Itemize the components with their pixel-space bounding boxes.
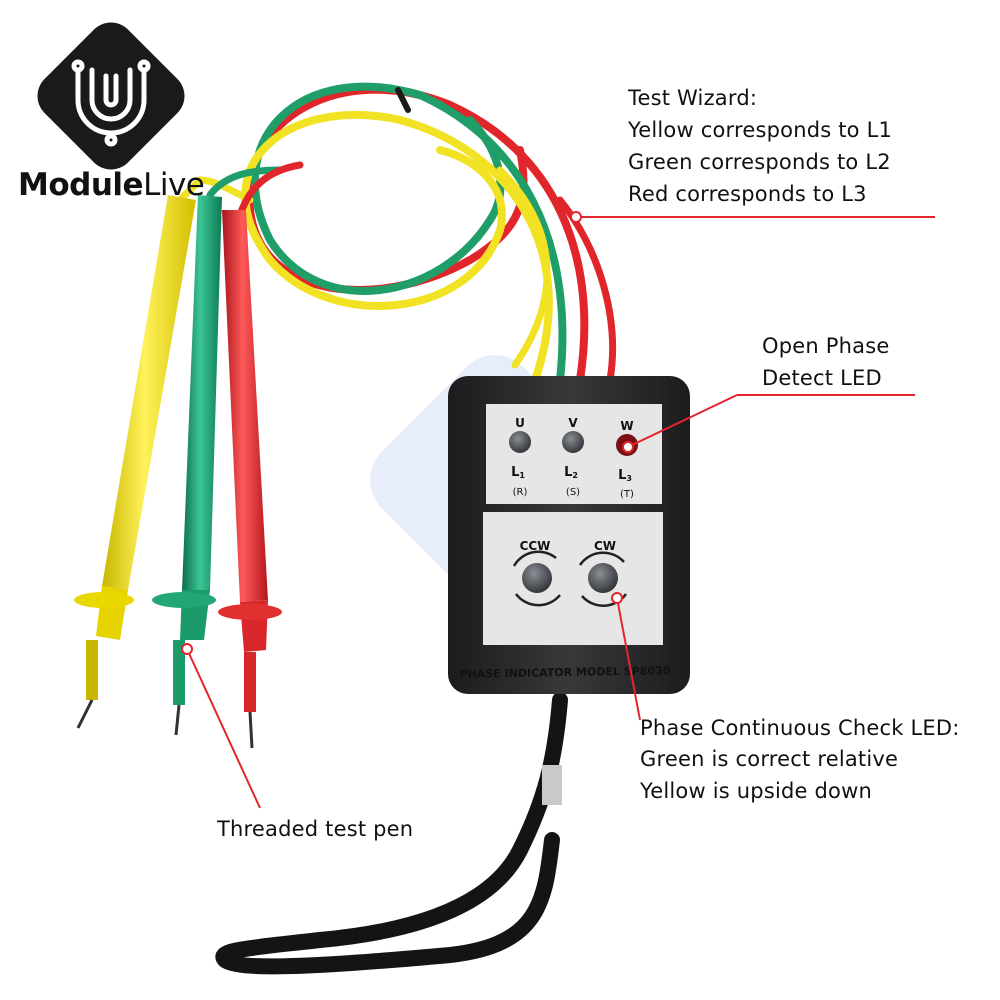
open-phase-callout-dot — [622, 441, 634, 453]
continuous-line-1: Phase Continuous Check LED: — [640, 716, 960, 740]
phase-led-u — [509, 431, 531, 453]
wrist-lanyard — [215, 692, 568, 975]
device-model-label: PHASE INDICATOR MODEL SP8030 — [459, 664, 670, 681]
open-phase-line-2: Detect LED — [762, 366, 882, 390]
ccw-arrow-icon — [512, 550, 557, 567]
continuous-callout-dot — [611, 592, 623, 604]
brand-wordmark: ModuleLive — [18, 167, 205, 203]
open-phase-line-1: Open Phase — [762, 334, 890, 358]
lead-wires — [176, 82, 616, 384]
test-wizard-line-3: Red corresponds to L3 — [628, 182, 867, 206]
wire-callout-dot — [570, 211, 582, 223]
brand-logo — [37, 22, 185, 170]
test-wizard-line-1: Yellow corresponds to L1 — [628, 118, 893, 142]
callout-lines — [186, 216, 935, 809]
continuous-line-3: Yellow is upside down — [640, 779, 872, 803]
yellow-test-probe — [74, 195, 196, 729]
test-wizard-title: Test Wizard: — [628, 86, 758, 110]
red-test-probe — [218, 210, 282, 749]
ccw-led — [522, 563, 552, 593]
cw-led — [588, 563, 618, 593]
circuit-u-logo-icon — [71, 59, 151, 147]
phase-led-v — [562, 431, 584, 453]
test-wizard-line-2: Green corresponds to L2 — [628, 150, 891, 174]
continuous-line-2: Green is correct relative — [640, 747, 899, 771]
green-test-probe — [152, 195, 222, 736]
test-pen-label: Threaded test pen — [217, 817, 414, 841]
pen-callout-dot — [181, 643, 193, 655]
phase-indicator-device: PHASE INDICATOR MODEL SP8030 — [448, 376, 690, 694]
cw-arrow-icon — [578, 551, 625, 566]
